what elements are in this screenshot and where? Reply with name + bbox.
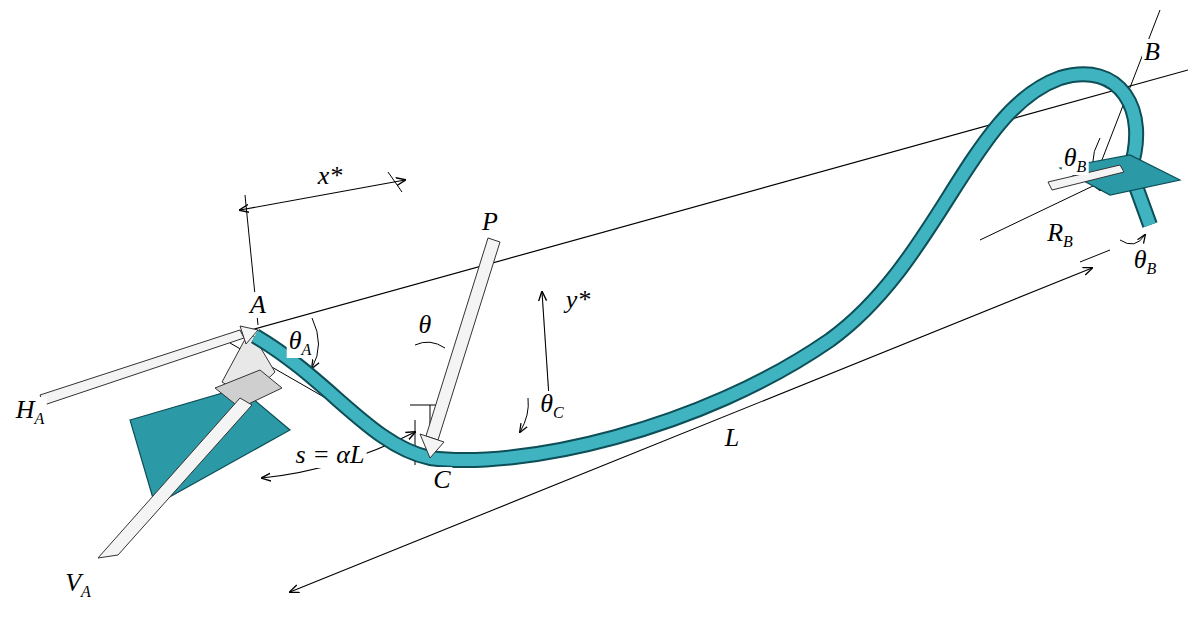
elastic-strip: [255, 74, 1150, 460]
symbol-label: P: [480, 209, 500, 235]
symbol-label: θB: [1132, 247, 1159, 277]
force-arrow: [40, 330, 244, 405]
force-arrow: [98, 398, 252, 558]
symbol-label: θA: [287, 328, 314, 358]
symbol-label: s = αL: [294, 442, 367, 468]
extension-line: [388, 172, 402, 192]
angle-arc: [1120, 235, 1145, 244]
symbol-label: θC: [538, 391, 565, 421]
angle-arc: [520, 398, 528, 432]
symbol-label: θB: [1062, 145, 1089, 175]
extension-line: [1080, 250, 1110, 262]
symbol-label: RB: [1045, 220, 1075, 250]
symbol-label: B: [1142, 39, 1162, 65]
elastic-strip: [255, 74, 1150, 460]
symbol-label: L: [723, 425, 741, 451]
symbol-label: θ: [417, 312, 434, 338]
symbol-label: HA: [14, 397, 47, 427]
load-arrow: [426, 238, 500, 440]
angle-arc: [415, 342, 445, 348]
symbol-label: A: [248, 292, 268, 318]
symbol-label: y*: [564, 287, 593, 313]
arrow-head: [420, 434, 444, 458]
axis-line: [240, 70, 1188, 333]
symbol-label: VA: [63, 570, 93, 600]
tangent-line: [980, 185, 1095, 240]
symbol-label: C: [431, 467, 452, 493]
dimension-line: [290, 268, 1092, 592]
pin-support: [215, 370, 282, 408]
symbol-label: x*: [316, 163, 345, 189]
